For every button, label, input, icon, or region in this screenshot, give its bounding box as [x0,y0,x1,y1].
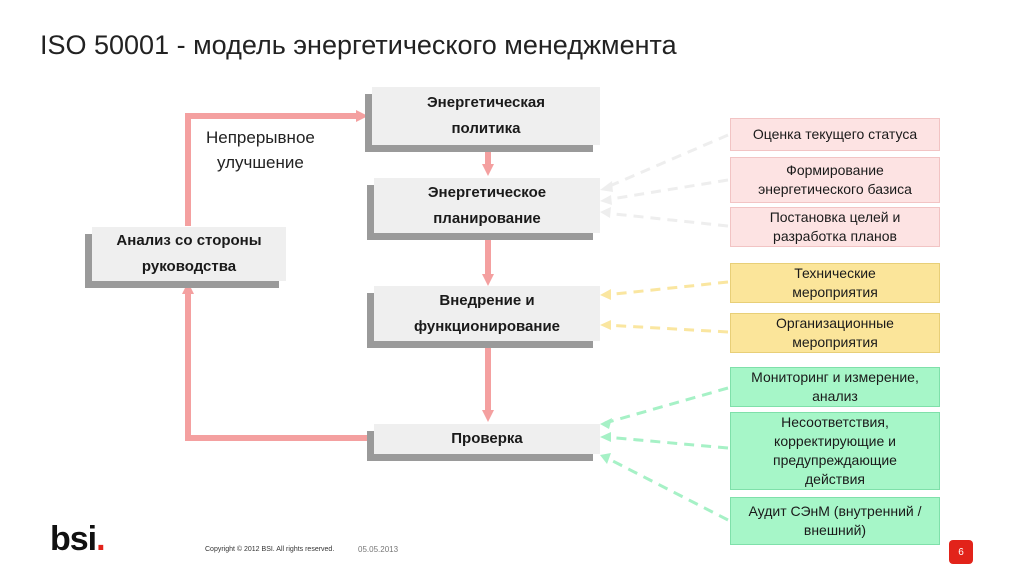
check-item-monitoring: Мониторинг и измерение, анализ [730,367,940,407]
connector-planning-3 [604,211,729,228]
connector-check-2 [604,435,729,450]
connector-impl-2 [604,323,729,334]
management-review-box: Анализ со стороны руководства [92,227,286,281]
bsi-logo: bsi. [50,520,106,558]
arrow-check-review [182,282,372,441]
planning-item-current-status: Оценка текущего статуса [730,118,940,151]
planning-item-energy-baseline: Формирование энергетического базиса [730,157,940,203]
check-item-nonconformities: Несоответствия, корректирующие и предупр… [730,412,940,490]
page-number-badge: 6 [949,540,973,564]
footer-date: 05.05.2013 [358,545,399,554]
connector-check-3 [604,455,729,522]
copyright-text: Copyright © 2012 BSI. All rights reserve… [205,546,335,553]
connector-impl-1 [604,280,729,297]
energy-planning-box: Энергетическое планирование [374,178,600,233]
implementation-box: Внедрение и функционирование [374,286,600,341]
connector-check-1 [604,386,729,425]
continuous-improvement-label: Непрерывное улучшение [206,128,315,172]
page-title: ISO 50001 - модель энергетического менед… [40,30,677,60]
energy-policy-box: Энергетическая политика [372,87,600,145]
planning-item-targets-plans: Постановка целей и разработка планов [730,207,940,247]
connector-planning-2 [604,178,729,202]
check-item-audit: Аудит СЭнМ (внутренний / внешний) [730,497,940,545]
connector-planning-1 [604,133,729,190]
implementation-item-technical: Технические мероприятия [730,263,940,303]
arrow-review-policy [185,110,368,226]
implementation-item-organizational: Организационные мероприятия [730,313,940,353]
check-box: Проверка [374,424,600,454]
